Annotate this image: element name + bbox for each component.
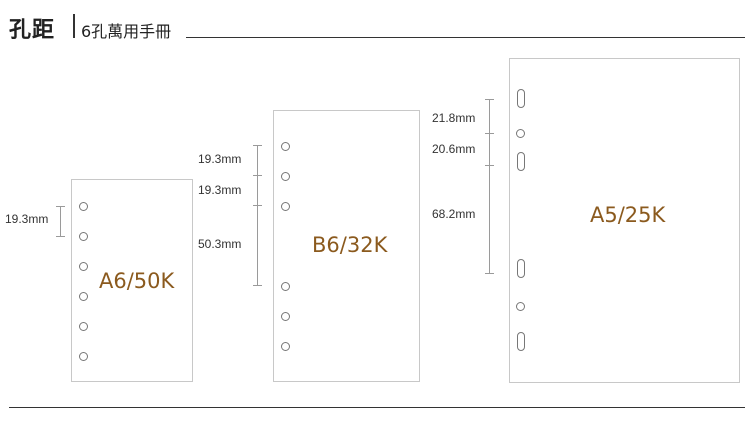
hole bbox=[281, 282, 290, 291]
header-rule bbox=[186, 37, 745, 38]
slot-hole bbox=[517, 259, 525, 278]
dimension-tick bbox=[485, 165, 494, 166]
slot-hole bbox=[517, 332, 525, 351]
title-divider bbox=[73, 14, 75, 38]
hole bbox=[79, 322, 88, 331]
dimension-line bbox=[489, 99, 490, 274]
hole bbox=[79, 292, 88, 301]
dimension-tick bbox=[56, 206, 65, 207]
sheet-a6: A6/50K bbox=[71, 179, 193, 382]
dimension-tick bbox=[253, 145, 262, 146]
sheet-b6: B6/32K bbox=[273, 110, 420, 382]
dimension-tick bbox=[485, 99, 494, 100]
page-subtitle: 6孔萬用手冊 bbox=[81, 22, 172, 41]
slot-hole bbox=[517, 89, 525, 108]
dimension-label: 20.6mm bbox=[432, 142, 476, 156]
dimension-tick bbox=[253, 205, 262, 206]
sheet-label-a5: A5/25K bbox=[590, 203, 666, 227]
dimension-label: 21.8mm bbox=[432, 111, 476, 125]
dimension-label: 19.3mm bbox=[198, 183, 242, 197]
hole bbox=[281, 172, 290, 181]
sheet-label-b6: B6/32K bbox=[312, 233, 388, 257]
sheet-label-a6: A6/50K bbox=[99, 269, 175, 293]
hole bbox=[281, 312, 290, 321]
hole bbox=[281, 342, 290, 351]
hole bbox=[79, 202, 88, 211]
dimension-line bbox=[60, 206, 61, 237]
hole bbox=[79, 262, 88, 271]
dimension-tick bbox=[485, 133, 494, 134]
dimension-tick bbox=[485, 273, 494, 274]
hole bbox=[281, 202, 290, 211]
hole bbox=[281, 142, 290, 151]
page-title: 孔距 bbox=[9, 18, 56, 43]
dimension-label: 19.3mm bbox=[5, 212, 49, 226]
dimension-line bbox=[257, 145, 258, 286]
dimension-tick bbox=[253, 175, 262, 176]
dimension-label: 68.2mm bbox=[432, 207, 476, 221]
hole bbox=[79, 352, 88, 361]
sheet-a5: A5/25K bbox=[509, 58, 740, 383]
dimension-label: 50.3mm bbox=[198, 237, 242, 251]
hole bbox=[516, 129, 525, 138]
slot-hole bbox=[517, 152, 525, 171]
dimension-tick bbox=[56, 236, 65, 237]
hole bbox=[79, 232, 88, 241]
footer-rule bbox=[9, 407, 745, 408]
dimension-label: 19.3mm bbox=[198, 152, 242, 166]
dimension-tick bbox=[253, 285, 262, 286]
hole bbox=[516, 302, 525, 311]
header: 孔距 6孔萬用手冊 bbox=[0, 0, 750, 50]
